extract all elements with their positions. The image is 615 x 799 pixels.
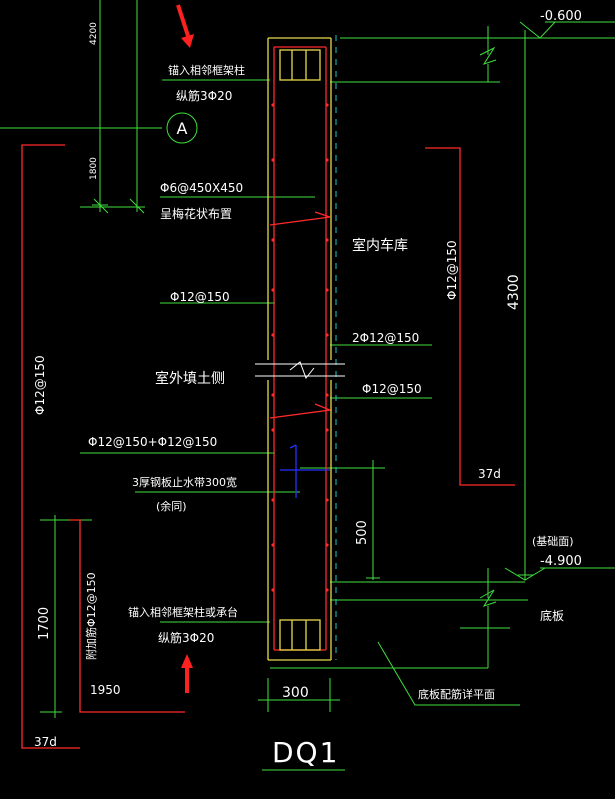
wall-outline xyxy=(267,37,332,661)
dim-37d-right: 37d xyxy=(478,467,501,481)
anchor-bottom-line1: 锚入相邻框架柱或承台 xyxy=(128,605,238,619)
labels: -0.600 4200 1800 锚入相邻框架柱 纵筋3Φ20 Φ6@450X4… xyxy=(33,9,582,769)
inner-right-bar: Φ12@150 xyxy=(445,240,459,300)
dim-500: 500 xyxy=(355,520,370,545)
dim-4200: 4200 xyxy=(89,22,99,45)
dim-1950: 1950 xyxy=(90,683,121,697)
axis-a-label: A xyxy=(177,119,188,138)
outside-fill-label: 室外填土侧 xyxy=(155,370,225,387)
tie-line2: 呈梅花状布置 xyxy=(160,206,232,221)
left-vertical-bar: Φ12@150 xyxy=(33,355,47,415)
slab-label: 底板 xyxy=(540,608,564,623)
base-elevation: -4.900 xyxy=(540,554,582,569)
waterstop-line2: (余同) xyxy=(156,499,187,513)
two-bar-label: 2Φ12@150 xyxy=(352,331,419,345)
waterstop xyxy=(280,444,330,498)
outer-bar-1: Φ12@150 xyxy=(170,290,230,304)
wall-break-mark xyxy=(255,361,345,379)
tie-line1: Φ6@450X450 xyxy=(160,181,243,195)
rebar-dots xyxy=(271,103,329,592)
top-elevation: -0.600 xyxy=(540,9,582,24)
outer-bar-2: Φ12@150 xyxy=(362,382,422,396)
red-arrow-top-icon xyxy=(176,4,194,48)
base-label: (基础面) xyxy=(532,535,574,548)
drawing-title: DQ1 xyxy=(272,736,339,769)
dim-300: 300 xyxy=(282,685,309,701)
red-arrow-bottom-icon xyxy=(181,654,193,693)
rebar-lines xyxy=(21,46,515,749)
dim-1800: 1800 xyxy=(89,157,99,180)
anchor-top-line1: 锚入相邻框架柱 xyxy=(168,63,245,77)
anchor-bottom-line2: 纵筋3Φ20 xyxy=(158,630,214,645)
dim-4300: 4300 xyxy=(506,274,522,310)
dimension-lines xyxy=(0,0,615,771)
axis-bubble-a: A xyxy=(166,112,198,144)
anchor-top-line2: 纵筋3Φ20 xyxy=(176,88,232,103)
dim-37d-left: 37d xyxy=(34,735,57,749)
additional-bar: 附加筋Φ12@150 xyxy=(84,572,98,660)
garage-label: 室内车库 xyxy=(352,237,408,254)
combo-bar-label: Φ12@150+Φ12@150 xyxy=(88,435,217,449)
slab-detail-label: 底板配筋详平面 xyxy=(418,687,495,701)
waterstop-line1: 3厚钢板止水带300宽 xyxy=(132,475,237,489)
dim-1700: 1700 xyxy=(37,607,52,640)
